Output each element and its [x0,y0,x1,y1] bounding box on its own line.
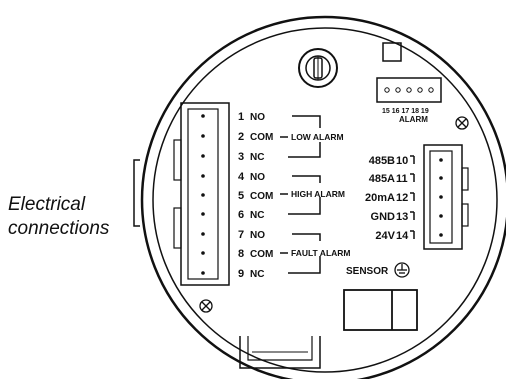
group-low-alarm: LOW ALARM [291,132,344,142]
screw-icon [455,116,469,130]
left-terminal-label: NC [250,269,264,280]
right-terminal-block [423,144,469,250]
group-fault-alarm: FAULT ALARM [291,248,351,258]
group-high-alarm: HIGH ALARM [291,189,345,199]
left-terminal-label: NC [250,152,264,163]
left-terminal-label: NO [250,230,265,241]
right-terminal-pin [439,176,443,180]
left-terminal-pin [201,193,205,197]
right-terminal-pin [439,195,443,199]
left-terminal-pin [201,232,205,236]
alarm-pin-numbers: 15 16 17 18 19 [382,108,429,115]
left-terminal-pin [201,271,205,275]
left-terminal-number: 1 [238,111,244,123]
alarm-pin [395,87,401,93]
housing [133,15,506,379]
left-terminal-number: 8 [238,248,244,260]
right-terminal-number: 14 [396,230,409,242]
left-terminal-block [173,102,230,286]
left-terminal-number: 3 [238,151,244,163]
alarm-connector-title: ALARM [399,115,428,124]
alarm-pin [406,87,412,93]
left-terminal-number: 4 [238,171,245,183]
sensor-label: SENSOR [346,266,389,277]
left-terminal-pin [201,154,205,158]
right-terminal-number: 12 [396,192,408,204]
right-terminal-pin [439,214,443,218]
alarm-pin [417,87,423,93]
alarm-connector: 15 16 17 18 19 ALARM [376,77,442,124]
right-ticks [410,155,415,239]
alarm-pin [384,87,390,93]
right-terminal-number: 10 [396,155,408,167]
left-terminal-label: COM [250,249,273,260]
left-terminal-number: 9 [238,268,244,280]
right-terminal-label: 485A [369,173,395,185]
right-terminal-label: 20mA [365,192,395,204]
left-terminal-label: COM [250,191,273,202]
right-terminal-pin [439,233,443,237]
left-terminal-label: NO [250,112,265,123]
caption: Electrical connections [8,193,109,241]
right-terminal-label: 485B [369,155,395,167]
left-terminal-number: 6 [238,209,244,221]
right-terminal-label: 24V [375,230,395,242]
caption-line-1: Electrical [8,194,86,215]
ground-icon [394,262,410,278]
sensor-connector [343,289,418,331]
left-terminal-number: 2 [238,131,244,143]
left-terminal-pin [201,174,205,178]
left-terminal-pin [201,251,205,255]
right-terminal-pin [439,158,443,162]
left-terminal-pin [201,212,205,216]
left-terminal-pin [201,134,205,138]
caption-line-2: connections [8,218,110,239]
left-terminal-pin [201,114,205,118]
left-terminal-label: COM [250,132,273,143]
screw-icon [199,299,213,313]
alarm-brackets [280,115,321,274]
left-terminal-number: 5 [238,190,244,202]
left-terminal-number: 7 [238,229,244,241]
right-terminal-number: 11 [396,173,408,185]
right-terminal-number: 13 [396,211,408,223]
alarm-pin [428,87,434,93]
key-lock-icon [298,48,338,88]
left-terminal-label: NO [250,172,265,183]
right-terminal-label: GND [371,211,396,223]
left-terminal-label: NC [250,210,264,221]
